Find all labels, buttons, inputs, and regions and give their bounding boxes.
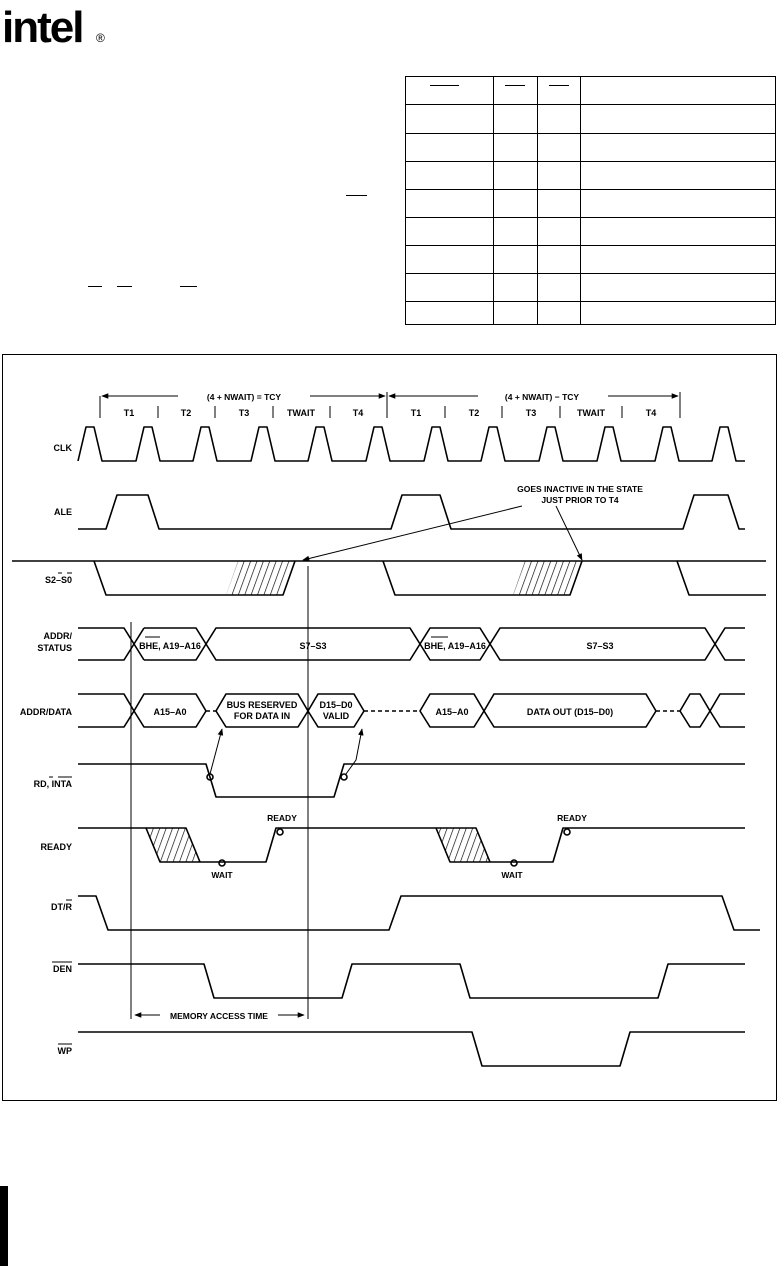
t-state-label: TWAIT bbox=[287, 408, 315, 418]
signal-overbars bbox=[49, 572, 72, 1045]
registered-mark: ® bbox=[96, 31, 105, 45]
rd-to-data-arrow bbox=[345, 728, 364, 775]
table-column-divider bbox=[580, 77, 581, 324]
signal-label-wp: WP bbox=[58, 1046, 73, 1056]
t-state-label: T1 bbox=[124, 408, 135, 418]
rd-edge-marker bbox=[340, 773, 348, 781]
timing-diagram-frame bbox=[2, 354, 777, 1101]
data-valid-label: VALID bbox=[323, 711, 350, 721]
signal-label-den: DEN bbox=[53, 964, 72, 974]
table-row-divider bbox=[406, 133, 775, 134]
clk-waveform bbox=[77, 426, 745, 462]
a15-a0-label: A15–A0 bbox=[153, 707, 186, 717]
goes-inactive-annotation: GOES INACTIVE IN THE STATE bbox=[517, 484, 643, 494]
t-state-label: T2 bbox=[469, 408, 480, 418]
signal-label-addr-status: STATUS bbox=[37, 643, 72, 653]
signal-label-addr-status: ADDR/ bbox=[44, 631, 73, 641]
t-state-labels: T1 T2 T3 TWAIT T4 T1 T2 T3 TWAIT T4 bbox=[124, 408, 657, 418]
bhe-a19-a16-label: BHE, A19–A16 bbox=[424, 641, 486, 651]
t-state-label: T2 bbox=[181, 408, 192, 418]
table-column-divider bbox=[537, 77, 538, 324]
data-valid-label: D15–D0 bbox=[319, 700, 352, 710]
t-state-label: T4 bbox=[353, 408, 364, 418]
signal-label-s2-s0: S2–S0 bbox=[45, 575, 72, 585]
text-overbar bbox=[346, 195, 367, 196]
bus-reserved-label: FOR DATA IN bbox=[234, 711, 290, 721]
bus-cycle-timing-diagram: (4 + NWAIT) = TCY (4 + NWAIT) − TCY T1 T… bbox=[12, 392, 766, 1067]
table-row-divider bbox=[406, 245, 775, 246]
text-overbar bbox=[117, 286, 132, 287]
logo-wordmark: intel bbox=[2, 3, 82, 48]
table-column-divider bbox=[493, 77, 494, 324]
t-state-label: TWAIT bbox=[577, 408, 605, 418]
ready-waveform bbox=[78, 827, 745, 867]
memory-access-time-label: MEMORY ACCESS TIME bbox=[170, 1011, 268, 1021]
header-overbar bbox=[549, 85, 569, 86]
signal-label-addr-data: ADDR/DATA bbox=[20, 707, 73, 717]
ready-annotation: READY bbox=[557, 813, 587, 823]
ale-waveform bbox=[78, 494, 745, 530]
goes-inactive-pointer bbox=[302, 505, 523, 562]
intel-logo: intel ® bbox=[2, 3, 105, 48]
signal-label-rd-inta: RD, INTA bbox=[34, 779, 73, 789]
header-overbar bbox=[505, 85, 525, 86]
signal-labels: CLK ALE S2–S0 ADDR/ STATUS ADDR/DATA RD,… bbox=[20, 443, 73, 1056]
signal-label-ale: ALE bbox=[54, 507, 72, 517]
table-row-divider bbox=[406, 104, 775, 105]
table-row-divider bbox=[406, 189, 775, 190]
wp-waveform bbox=[78, 1031, 745, 1067]
ready-annotation: READY bbox=[267, 813, 297, 823]
table-row-divider bbox=[406, 301, 775, 302]
s2-s0-waveform bbox=[12, 560, 766, 596]
goes-inactive-annotation: JUST PRIOR TO T4 bbox=[541, 495, 619, 505]
s7-s3-label: S7–S3 bbox=[586, 641, 613, 651]
period-label-right: (4 + NWAIT) − TCY bbox=[505, 392, 579, 402]
period-markers: (4 + NWAIT) = TCY (4 + NWAIT) − TCY bbox=[99, 392, 681, 418]
text-overbar bbox=[180, 286, 197, 287]
table-row-divider bbox=[406, 161, 775, 162]
a15-a0-label: A15–A0 bbox=[435, 707, 468, 717]
goes-inactive-pointer bbox=[555, 505, 583, 561]
wait-annotation: WAIT bbox=[211, 870, 233, 880]
wait-annotation: WAIT bbox=[501, 870, 523, 880]
table-row-divider bbox=[406, 273, 775, 274]
t-state-label: T1 bbox=[411, 408, 422, 418]
table-row-divider bbox=[406, 217, 775, 218]
signal-label-dt-r: DT/R bbox=[51, 902, 72, 912]
page-edge-tab bbox=[0, 1186, 8, 1266]
header-overbar bbox=[430, 85, 459, 86]
signal-label-ready: READY bbox=[40, 842, 72, 852]
period-label-left: (4 + NWAIT) = TCY bbox=[207, 392, 281, 402]
rd-to-bus-arrow bbox=[209, 728, 224, 775]
signal-label-clk: CLK bbox=[54, 443, 73, 453]
bus-reserved-label: BUS RESERVED bbox=[227, 700, 298, 710]
s7-s3-label: S7–S3 bbox=[299, 641, 326, 651]
dt-r-waveform bbox=[78, 895, 760, 931]
t-state-label: T3 bbox=[239, 408, 250, 418]
data-out-label: DATA OUT (D15–D0) bbox=[527, 707, 613, 717]
den-waveform bbox=[78, 963, 745, 999]
text-overbar bbox=[88, 286, 102, 287]
rd-inta-waveform bbox=[78, 763, 745, 798]
status-table bbox=[405, 76, 776, 325]
bhe-a19-a16-label: BHE, A19–A16 bbox=[139, 641, 201, 651]
t-state-dividers bbox=[157, 406, 623, 418]
addr-status-waveform bbox=[78, 627, 745, 661]
t-state-label: T3 bbox=[526, 408, 537, 418]
t-state-label: T4 bbox=[646, 408, 657, 418]
